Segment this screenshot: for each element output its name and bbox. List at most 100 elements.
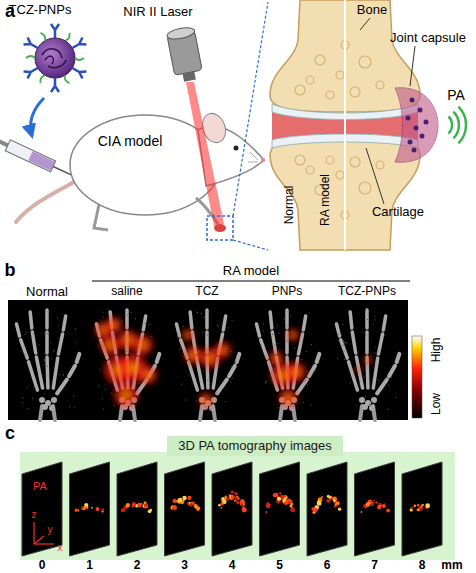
pa-hand-image	[122, 391, 130, 399]
pa-hand-image	[204, 317, 205, 318]
pa-hand-image	[107, 309, 108, 310]
nanoparticle-icon	[70, 65, 86, 79]
scale-label: Low	[430, 393, 443, 415]
pa-hand-image	[280, 406, 282, 420]
pa-hand-image	[263, 324, 264, 325]
pa-hand-image	[181, 384, 182, 385]
pa-hand-image	[374, 353, 375, 354]
pa-hand-image	[345, 342, 346, 343]
tomography-slices	[172, 499, 176, 503]
depth-tick: 6	[324, 559, 331, 572]
pa-hand-image	[140, 342, 147, 349]
pa-hand-image	[69, 366, 75, 377]
tomography-slices	[137, 503, 141, 507]
pa-hand-image	[75, 342, 76, 343]
pa-hand-image	[339, 340, 340, 341]
pa-hand-image	[215, 342, 231, 358]
pa-hand-image	[63, 316, 65, 330]
pa-hand-image	[298, 334, 302, 354]
axis-label: x	[58, 542, 63, 553]
tomography-slices	[333, 496, 337, 500]
pa-hand-image	[344, 342, 345, 343]
zoom-callout	[207, 216, 233, 240]
pa-hand-image	[40, 406, 42, 420]
pa-hand-image	[8, 300, 88, 420]
tomography-slices	[173, 506, 177, 510]
joint-illustration	[359, 182, 371, 194]
pa-hand-image	[180, 348, 181, 349]
pa-hand-image	[285, 310, 289, 328]
pa-hand-image	[355, 404, 356, 405]
pa-hand-image	[20, 351, 21, 352]
pa-hand-image	[133, 335, 153, 355]
tomography-slices	[195, 506, 198, 509]
axis-icon	[34, 536, 44, 544]
nanoparticle-icon	[65, 33, 71, 42]
column-label: Normal	[26, 285, 68, 299]
joint-illustration	[306, 76, 314, 84]
joint-illustration	[350, 157, 360, 167]
pa-hand-image	[185, 399, 186, 400]
pa-hand-image	[286, 340, 287, 341]
pa-hand-image	[202, 332, 203, 333]
column-label: saline	[111, 285, 142, 298]
part-label: Bone	[357, 3, 387, 17]
pa-hand-image	[388, 409, 389, 410]
tomography-slices	[382, 504, 386, 508]
pa-hand-image	[39, 397, 45, 403]
pa-hand-image	[222, 388, 223, 389]
pa-hand-image	[359, 383, 360, 384]
joint-illustration	[412, 148, 417, 153]
pa-hand-image	[307, 384, 308, 385]
pa-hand-image	[42, 404, 48, 410]
pa-hand-image	[248, 300, 328, 420]
depth-tick: 4	[229, 559, 236, 572]
joint-illustration	[376, 161, 384, 169]
pa-hand-image	[205, 310, 209, 328]
pa-hand-image	[45, 332, 49, 353]
joint-illustration	[376, 81, 384, 89]
nanoparticle-icon	[75, 58, 84, 60]
joint-illustration	[395, 88, 438, 163]
tomography-slices	[384, 503, 386, 505]
pa-hand-image	[44, 360, 45, 361]
tomography-slices	[268, 504, 270, 506]
tomography-slices	[375, 501, 377, 503]
pa-hand-image	[51, 397, 57, 403]
pa-hand-image	[45, 357, 49, 388]
pa-hand-image	[58, 325, 59, 326]
pa-hand-image	[311, 404, 312, 405]
pa-hand-image	[186, 333, 190, 337]
pa-hand-image	[189, 362, 198, 390]
pa-hand-image	[57, 317, 58, 318]
banner-text: 3D PA tomography images	[178, 438, 332, 454]
tomography-slices	[413, 504, 416, 507]
pa-hand-image	[265, 382, 266, 383]
pa-hand-image	[24, 334, 25, 335]
pa-hand-image	[260, 345, 261, 346]
pa-hand-image	[98, 385, 99, 386]
pa-hand-image	[183, 326, 184, 327]
laser-device	[166, 26, 195, 41]
part-label: Cartilage	[372, 205, 424, 219]
tomography-slices	[91, 507, 93, 509]
pa-hand-image	[311, 344, 312, 345]
panel-letter: b	[5, 261, 16, 281]
pa-hand-image	[88, 300, 168, 420]
tomography-slices	[121, 508, 125, 512]
pa-hand-image	[139, 366, 157, 384]
tomography-slices	[321, 496, 323, 498]
pa-hand-image	[207, 380, 208, 381]
joint-illustration	[350, 87, 360, 97]
joint-illustration	[420, 134, 425, 139]
nanoparticle-icon	[24, 38, 40, 52]
pa-hand-image	[54, 350, 55, 351]
tomography-slices	[131, 505, 133, 507]
pa-hand-image	[235, 361, 236, 362]
pa-hand-image	[365, 310, 369, 328]
tomography-slices	[230, 495, 234, 499]
tomography-slice	[70, 462, 110, 556]
nanoparticle-icon	[41, 32, 47, 41]
pa-hand-image	[34, 386, 35, 387]
pa-hand-image	[190, 312, 192, 328]
